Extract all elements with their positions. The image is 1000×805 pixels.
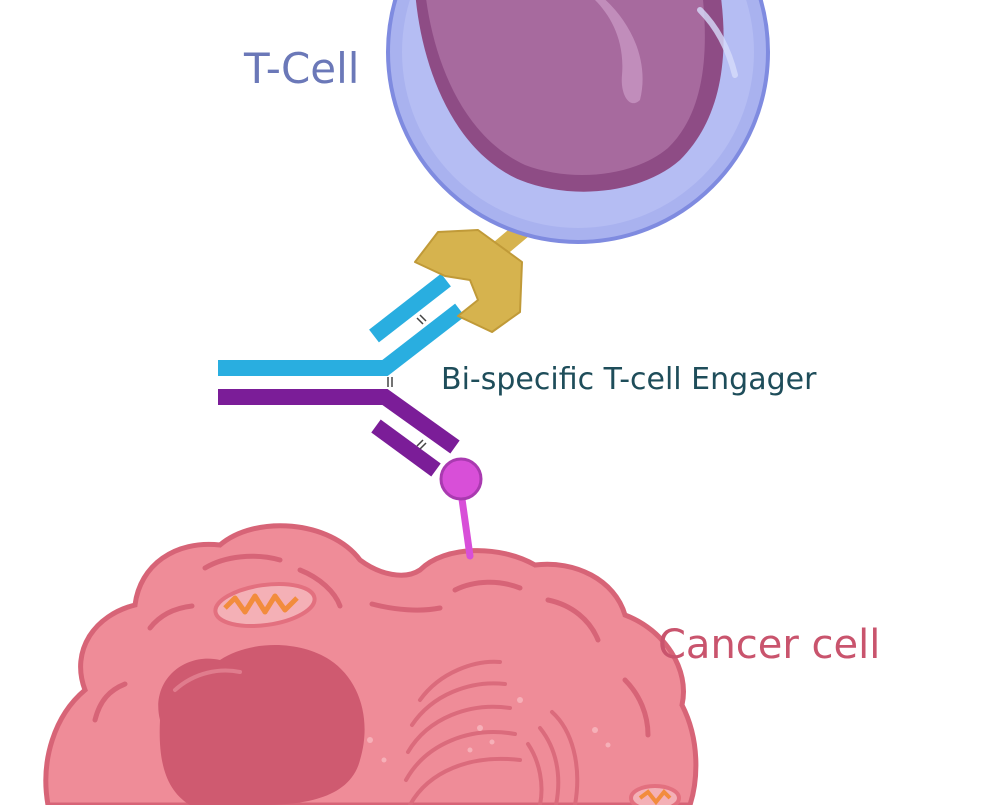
tumor-antigen	[439, 457, 483, 560]
cancer-cell-body	[43, 523, 699, 805]
cancer-cell-label: Cancer cell	[658, 622, 881, 668]
bispecific-engager	[218, 273, 465, 477]
cancer-cell	[43, 523, 699, 805]
cancer-nucleus	[158, 645, 365, 805]
engager-purple-chain	[218, 389, 460, 454]
engager-blue-chain	[218, 303, 465, 376]
mitochondrion	[213, 582, 317, 628]
engager-purple-light-chain	[371, 419, 441, 477]
endoplasmic-reticulum	[526, 710, 580, 805]
engager-label: Bi-specific T-cell Engager	[441, 362, 817, 397]
cancer-membrane-folds	[92, 553, 651, 738]
vesicles	[367, 697, 611, 763]
t-cell	[386, 0, 770, 244]
golgi-apparatus	[404, 659, 522, 805]
receptor-clamp	[414, 229, 523, 333]
t-cell-label: T-Cell	[244, 44, 360, 93]
mitochondrion-small	[629, 784, 681, 805]
disulfide-bonds	[387, 314, 427, 450]
engager-blue-light-chain	[369, 273, 451, 343]
